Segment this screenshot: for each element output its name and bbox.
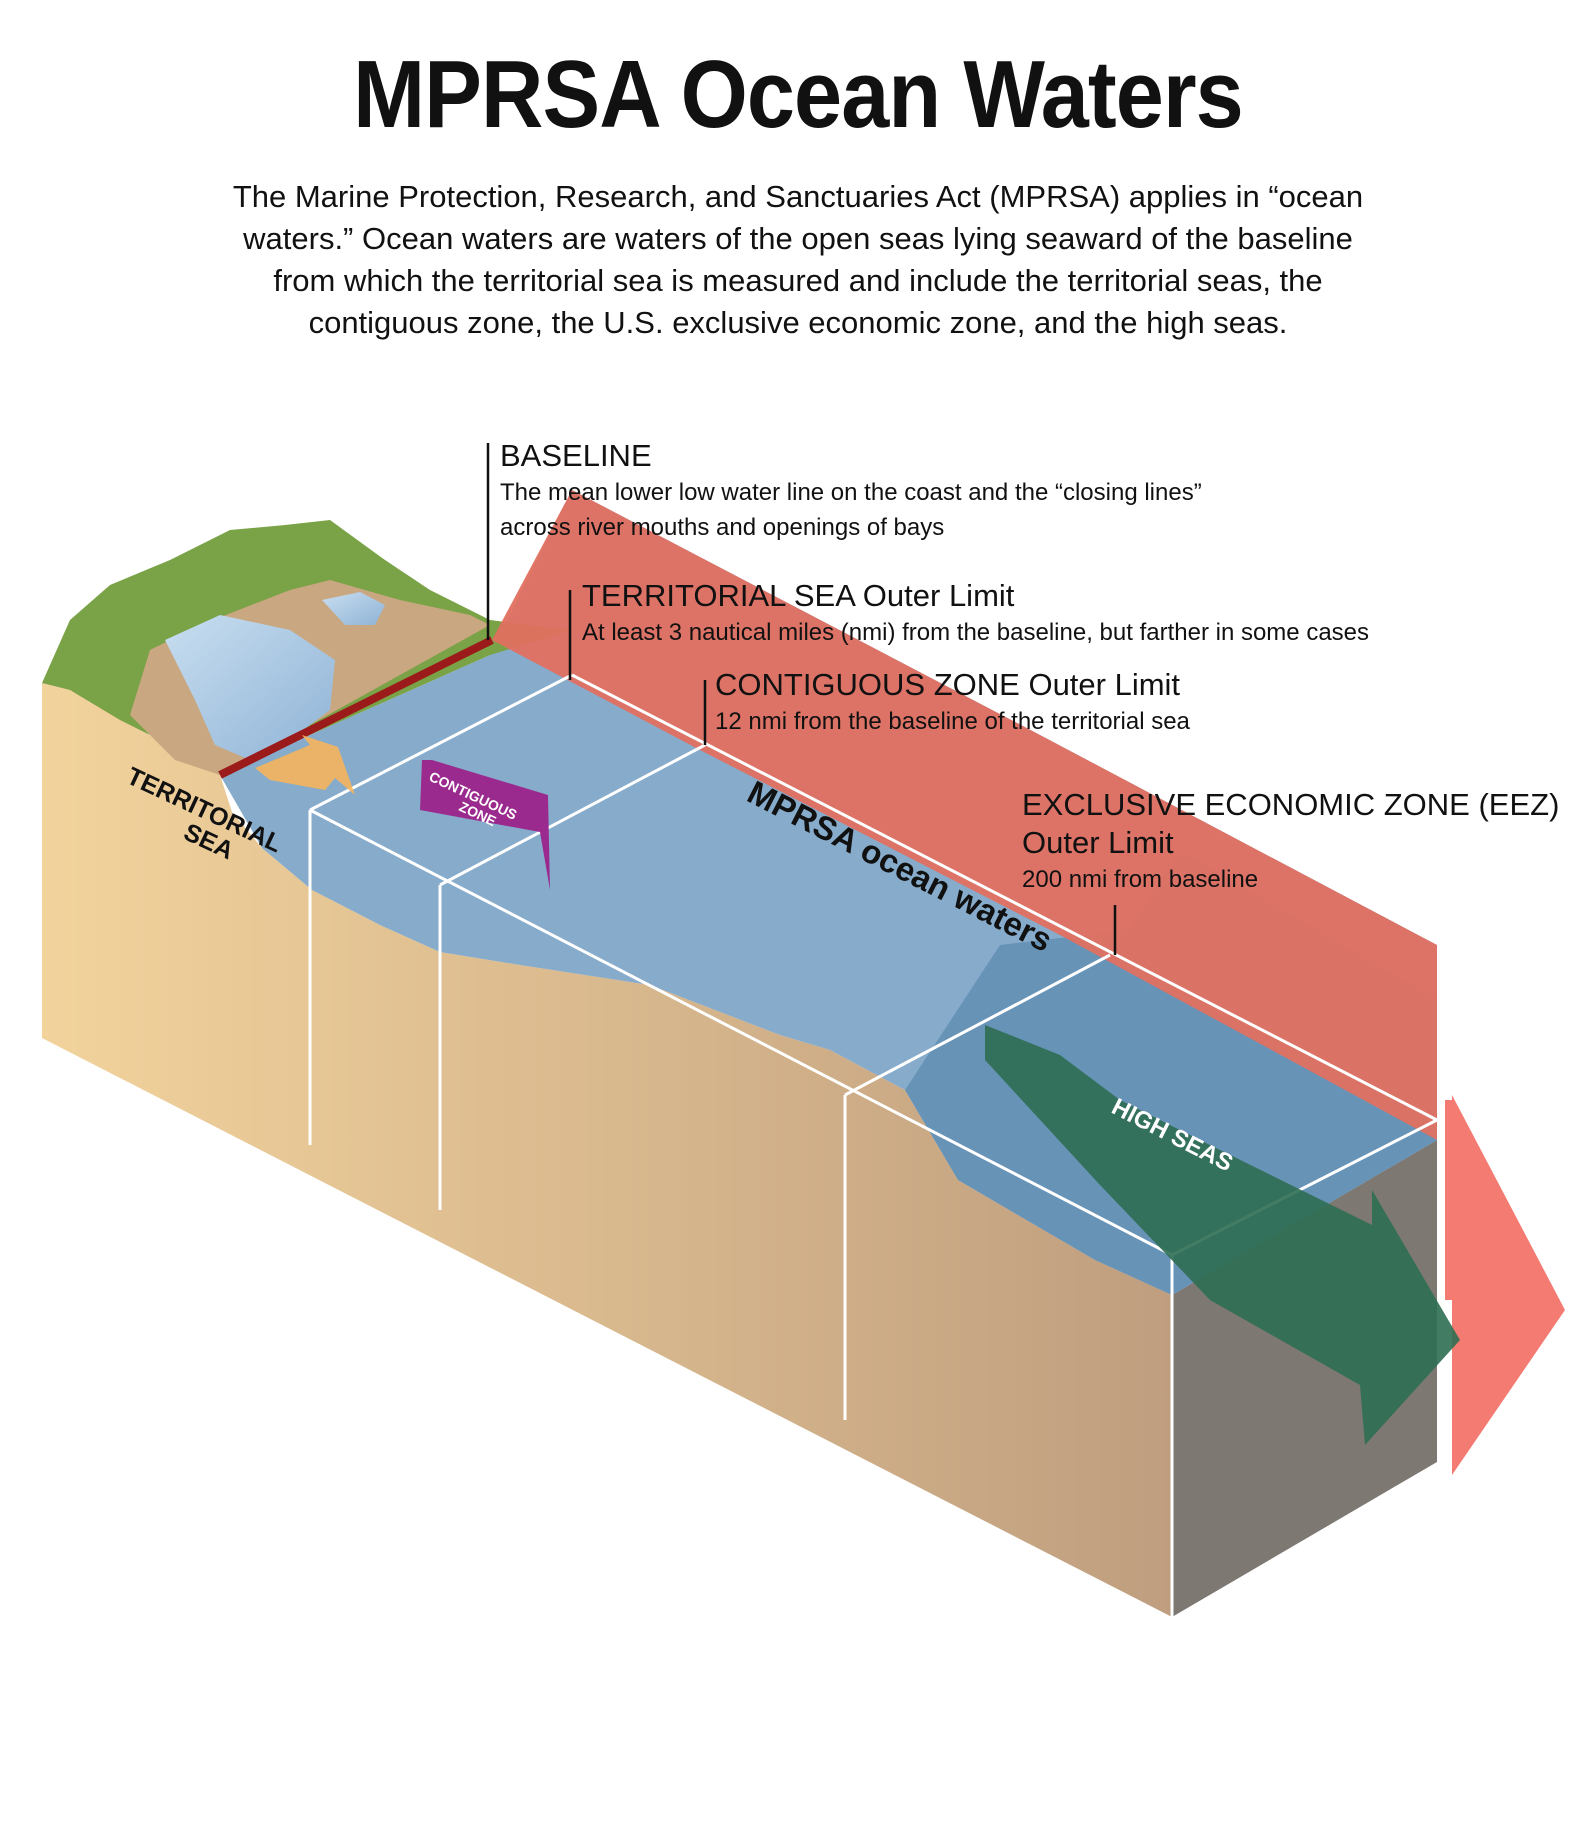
upper-lake [322,592,385,625]
high-seas-arrow [985,1025,1460,1445]
lake [165,615,335,760]
page-title: MPRSA Ocean Waters [353,41,1244,148]
territorial-sea-arrow [255,735,355,795]
eez-callout: EXCLUSIVE ECONOMIC ZONE (EEZ) Outer Limi… [1022,786,1582,897]
territorial-sea-desc: At least 3 nautical miles (nmi) from the… [582,619,1370,646]
territorial-sea-heading: TERRITORIAL SEA Outer Limit [582,578,1015,613]
zone-grid-lines [219,638,1438,1617]
ocean-waters-arrow-head [1445,1095,1565,1475]
baseline-desc-line-1: The mean lower low water line on the coa… [500,479,1202,506]
eez-heading-line-1: EXCLUSIVE ECONOMIC ZONE (EEZ) [1022,787,1560,822]
contiguous-zone-callout: CONTIGUOUS ZONE Outer Limit 12 nmi from … [715,666,1575,739]
eez-heading-line-2: Outer Limit [1022,825,1174,860]
territorial-sea-callout: TERRITORIAL SEA Outer Limit At least 3 n… [582,577,1582,650]
contiguous-zone-desc: 12 nmi from the baseline of the territor… [715,708,1190,735]
callout-leader-lines [486,443,1117,955]
contiguous-zone-heading: CONTIGUOUS ZONE Outer Limit [715,667,1181,702]
baseline-callout: BASELINE The mean lower low water line o… [500,437,1400,545]
contiguous-zone-flag [420,760,550,890]
intro-paragraph: The Marine Protection, Research, and San… [232,179,1364,340]
eez-desc: 200 nmi from baseline [1022,866,1259,893]
ocean-waters-band [492,490,1437,1140]
baseline-line [218,636,494,779]
seafloor-front-face [42,683,1172,1617]
baseline-desc-line-2: across river mouths and openings of bays [500,514,945,541]
baseline-heading: BASELINE [500,438,652,473]
